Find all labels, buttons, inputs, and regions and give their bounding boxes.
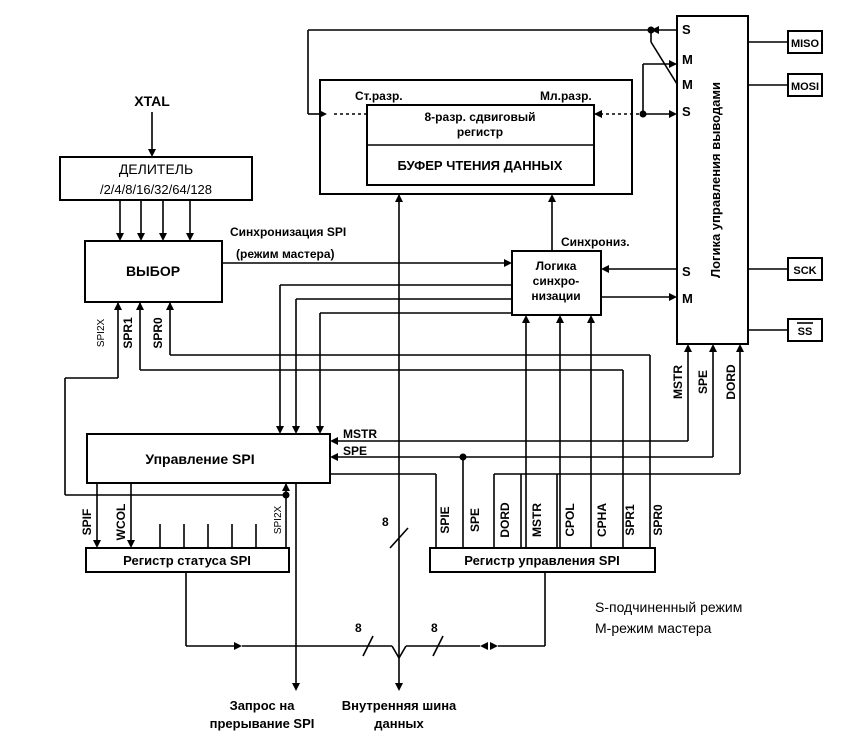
pin-logic-port-m2: M <box>682 77 693 92</box>
interrupt-label-2: прерывание SPI <box>210 716 315 731</box>
ctrl-bit-spr0: SPR0 <box>651 504 665 536</box>
pin-sck-label: SCK <box>793 265 816 277</box>
interrupt-label: Запрос на <box>230 698 296 713</box>
spi-control-box <box>86 433 331 484</box>
bus-width-label: 8 <box>355 621 362 635</box>
sync-short-label: Синхрониз. <box>561 235 630 249</box>
pin-logic-port-m3: M <box>682 291 693 306</box>
select-box <box>84 240 223 303</box>
ctrl-bit-spe: SPE <box>468 508 482 532</box>
read-buffer-label: БУФЕР ЧТЕНИЯ ДАННЫХ <box>398 158 563 173</box>
divider-box <box>59 156 253 201</box>
ctrl-bit-cpol: CPOL <box>563 503 577 536</box>
msb-label: Ст.разр. <box>355 89 403 103</box>
pin-mstr-label: MSTR <box>671 365 685 399</box>
bus-width-label: 8 <box>382 515 389 529</box>
pin-mosi-label: MOSI <box>791 81 819 93</box>
pin-ss-label: SS <box>798 326 813 338</box>
master-mode-label: (режим мастера) <box>236 247 335 261</box>
spi-sync-label: Синхронизация SPI <box>230 225 346 239</box>
select-label: ВЫБОР <box>126 263 180 279</box>
lsb-label: Мл.разр. <box>540 89 592 103</box>
ctrl-bit-dord: DORD <box>498 502 512 538</box>
internal-bus-label: Внутренняя шина <box>342 698 457 713</box>
shift-register-label-2: регистр <box>457 125 503 139</box>
shift-register-label: 8-разр. сдвиговый <box>425 110 536 124</box>
legend-slave: S-подчиненный режим <box>595 599 742 615</box>
internal-bus-label-2: данных <box>374 716 424 731</box>
pin-logic-port-s2: S <box>682 104 691 119</box>
legend-master: М-режим мастера <box>595 620 712 636</box>
sync-logic-label-2: синхро- <box>533 274 580 288</box>
ctrl-bit-mstr: MSTR <box>530 503 544 537</box>
pin-logic-port-m1: M <box>682 52 693 67</box>
pin-logic-box <box>676 15 749 345</box>
bus-width-label: 8 <box>431 621 438 635</box>
pin-miso-label: MISO <box>791 38 820 50</box>
sync-logic-box <box>511 250 602 316</box>
status-spif-label: SPIF <box>80 509 94 536</box>
status-register-label: Регистр статуса SPI <box>123 553 251 568</box>
pin-logic-port-s1: S <box>682 22 691 37</box>
ctrl-bit-spr1: SPR1 <box>623 504 637 536</box>
select-spr0-label: SPR0 <box>151 317 165 349</box>
divider-ratios: /2/4/8/16/32/64/128 <box>100 182 212 197</box>
sync-logic-label: Логика <box>536 259 577 273</box>
pin-dord-label: DORD <box>724 364 738 400</box>
spi-control-label: Управление SPI <box>145 451 254 467</box>
divider-title: ДЕЛИТЕЛЬ <box>119 161 193 177</box>
select-spi2x-label: SPI2X <box>96 319 107 348</box>
control-spe-label: SPE <box>343 444 367 458</box>
status-wcol-label: WCOL <box>114 504 128 541</box>
control-register-box <box>429 547 656 573</box>
pin-logic-port-s3: S <box>682 264 691 279</box>
xtal-label: XTAL <box>134 93 170 109</box>
status-register-box <box>85 547 290 573</box>
control-mstr-label: MSTR <box>343 427 377 441</box>
control-register-label: Регистр управления SPI <box>464 553 620 568</box>
status-spi2x-label: SPI2X <box>273 506 284 535</box>
pin-logic-label: Логика управления выводами <box>708 82 723 278</box>
ctrl-bit-spie: SPIE <box>438 506 452 533</box>
select-spr1-label: SPR1 <box>121 317 135 349</box>
pin-spe-label: SPE <box>696 370 710 394</box>
sync-logic-label-3: низации <box>531 289 580 303</box>
ctrl-bit-cpha: CPHA <box>595 503 609 537</box>
